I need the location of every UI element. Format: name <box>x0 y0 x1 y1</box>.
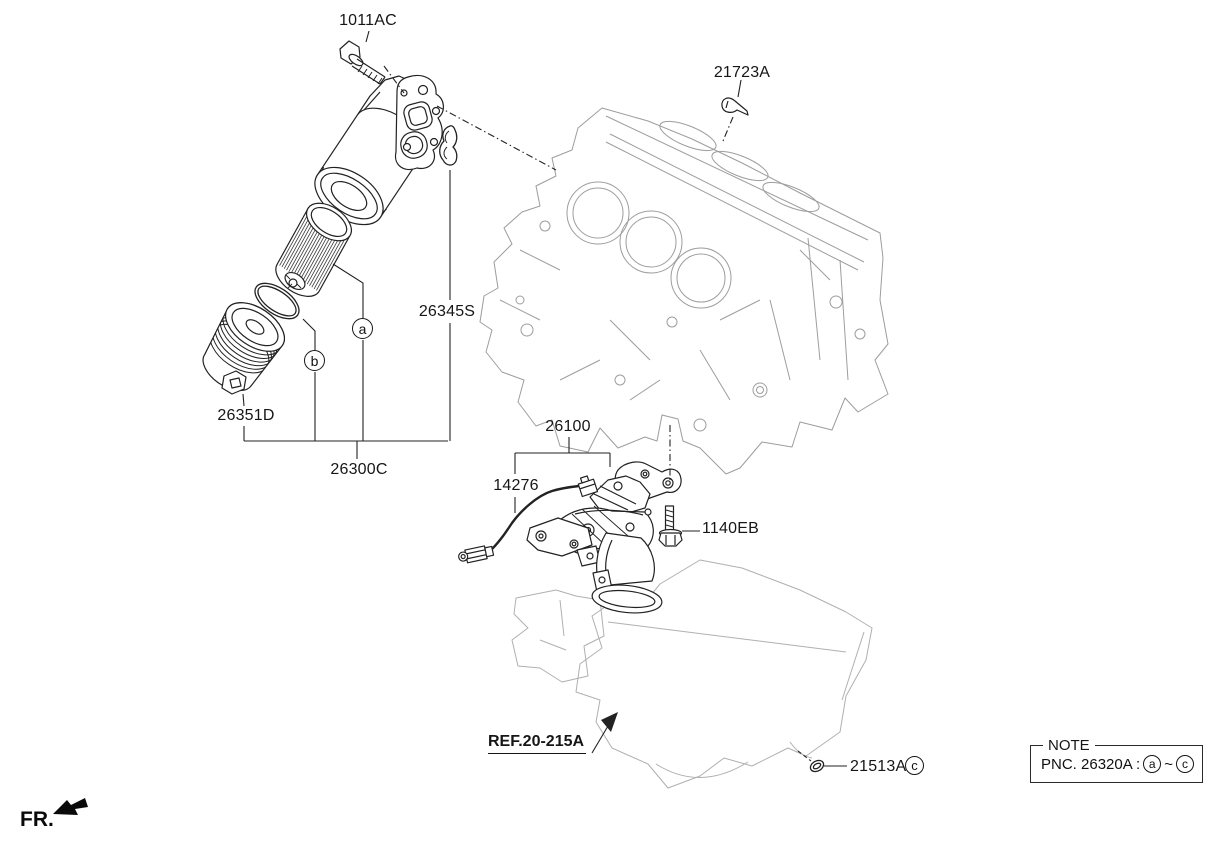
callout-c[interactable]: c <box>905 756 924 775</box>
filter-cap-drawing <box>202 302 285 395</box>
oring-b-drawing <box>254 282 300 320</box>
callout-a[interactable]: a <box>352 318 373 339</box>
engine-block-drawing <box>479 107 889 475</box>
note-title: NOTE <box>1043 737 1095 754</box>
note-pnc-text: PNC. 26320A : <box>1041 755 1141 773</box>
note-range-separator: ~ <box>1164 755 1173 773</box>
fr-direction-arrow-icon <box>53 798 88 815</box>
ref-arrowhead <box>601 712 618 732</box>
assembly-direction-lines <box>383 65 734 481</box>
part-label-1011ac[interactable]: 1011AC <box>339 12 397 29</box>
part-label-26351d[interactable]: 26351D <box>217 407 275 424</box>
part-label-1140eb[interactable]: 1140EB <box>702 520 759 537</box>
part-label-14276[interactable]: 14276 <box>493 477 539 494</box>
part-label-26300c[interactable]: 26300C <box>330 461 388 478</box>
part-label-21513a[interactable]: 21513A <box>850 758 907 775</box>
leader-lines <box>242 30 847 767</box>
bolt-1140eb-drawing <box>658 505 683 547</box>
clip-21723a-drawing <box>721 97 749 116</box>
ref-20-215a-link[interactable]: REF.20-215A <box>488 733 587 754</box>
bolt-1011ac-drawing <box>339 40 386 85</box>
oil-pump-drawing <box>526 461 682 614</box>
gasket-26345s-drawing <box>439 125 458 166</box>
part-label-26100[interactable]: 26100 <box>545 418 591 435</box>
part-label-26345s[interactable]: 26345S <box>418 303 476 320</box>
note-callout-c: c <box>1176 755 1194 773</box>
note-callout-a: a <box>1143 755 1162 773</box>
filter-element-drawing <box>275 202 352 297</box>
part-label-21723a[interactable]: 21723A <box>713 64 771 81</box>
fr-orientation-label: FR. <box>20 808 54 831</box>
oring-21513a-drawing <box>809 759 825 773</box>
callout-b[interactable]: b <box>304 350 325 371</box>
oring-leader-dashed <box>797 750 812 762</box>
oil-filter-housing-drawing <box>314 74 444 226</box>
note-box: NOTE PNC. 26320A : a ~ c <box>1030 737 1203 783</box>
bedplate-drawing <box>511 559 873 789</box>
oil-pressure-sensor-drawing <box>458 475 599 564</box>
